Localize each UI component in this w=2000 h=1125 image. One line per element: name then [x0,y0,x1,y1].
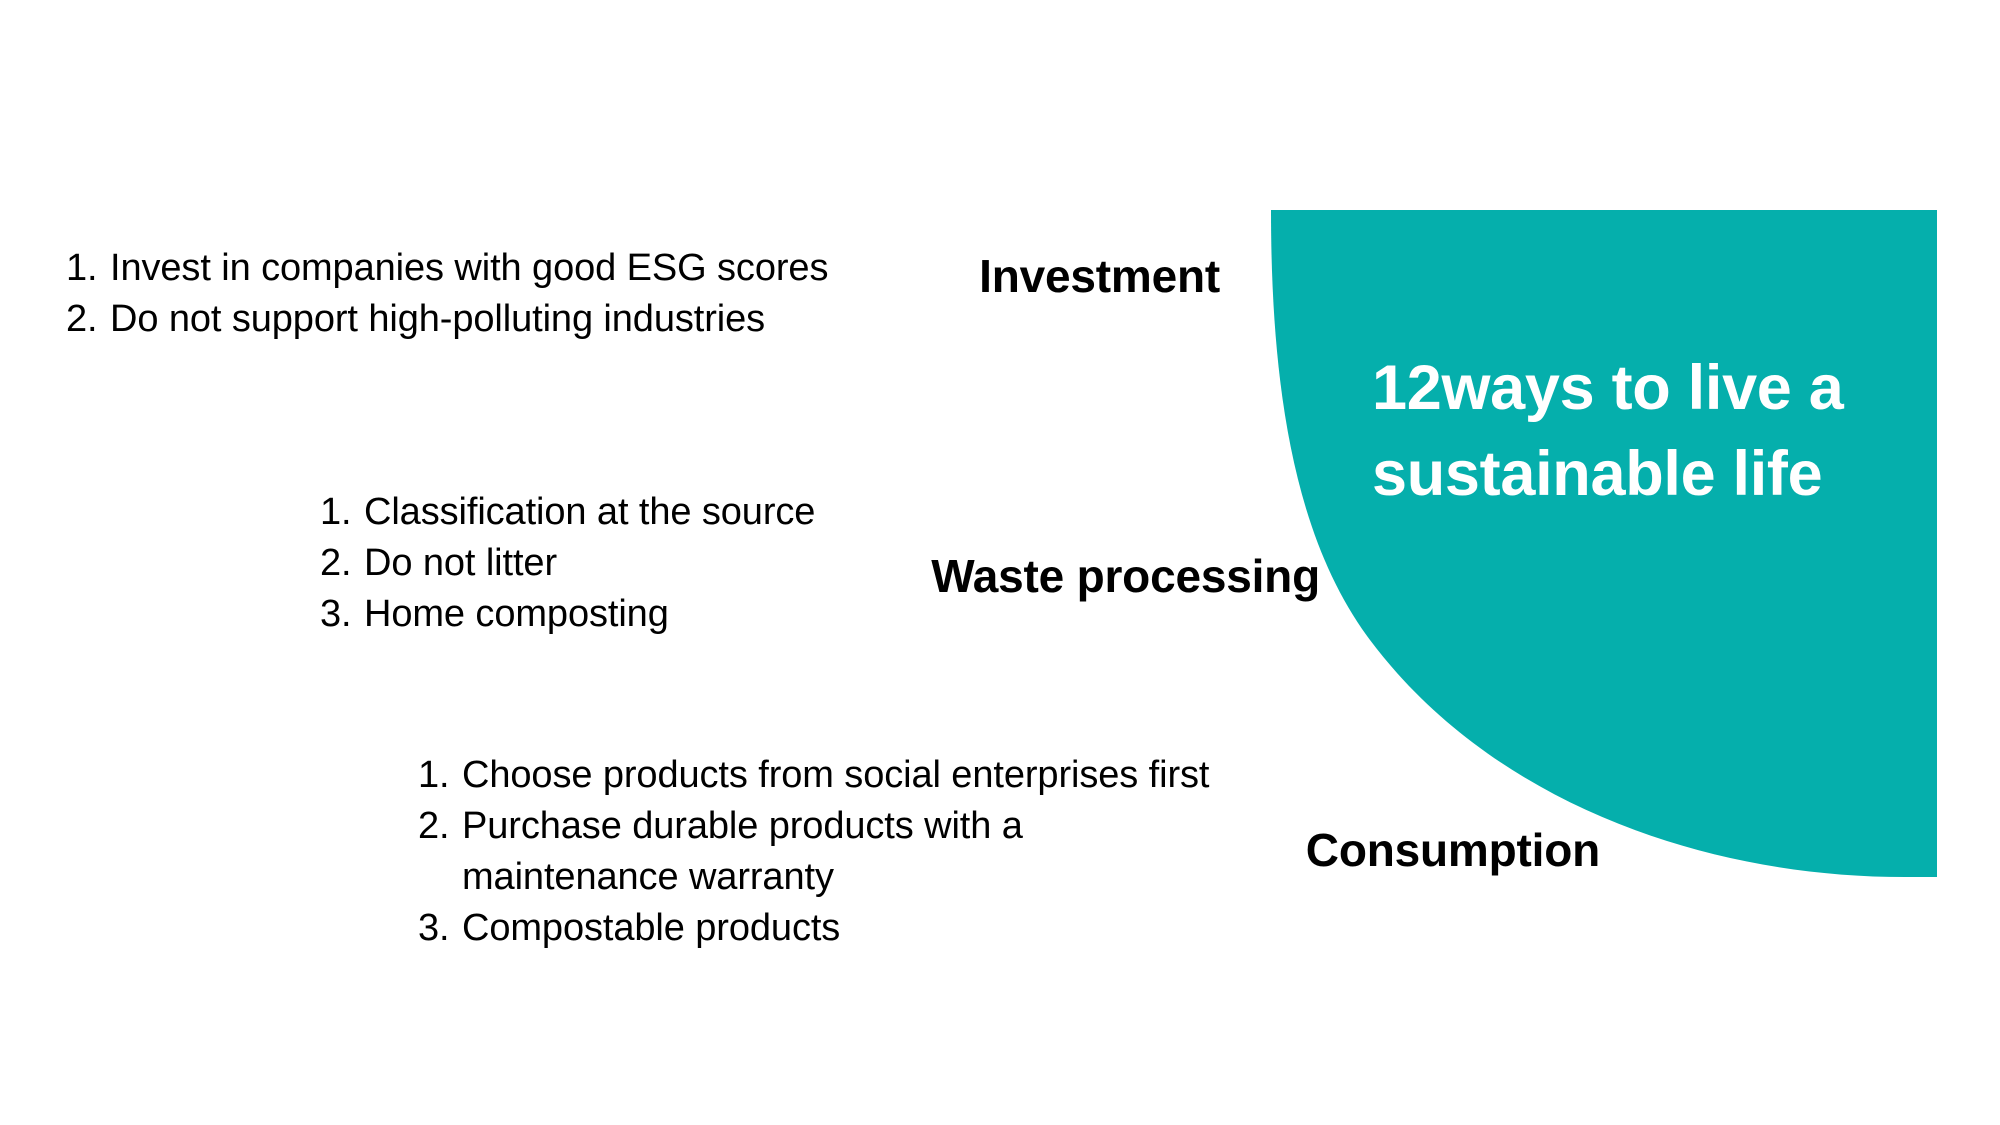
list-marker: 2. [320,542,352,584]
category-label-waste-processing: Waste processing [931,550,1320,602]
list-item: 1. Classification at the source [320,487,815,538]
list-marker: 1. [320,491,352,533]
detail-list-consumption: 1. Choose products from social enterprise… [418,750,1209,954]
list-marker: 1. [418,754,450,796]
list-item-text: Home composting [364,593,669,635]
list-item: 2. Purchase durable products with a [418,801,1209,852]
list-item: 2. Do not support high-polluting industri… [66,294,828,345]
list-item: 2. Do not litter [320,538,815,589]
list-item: 1. Invest in companies with good ESG scor… [66,243,828,294]
list-item-text: Compostable products [462,907,841,949]
list-item: 1. Choose products from social enterprise… [418,750,1209,801]
list-item-text: Invest in companies with good ESG scores [110,247,829,289]
list-marker: 2. [66,298,98,340]
detail-list-investment: 1. Invest in companies with good ESG scor… [66,243,828,345]
list-marker: 3. [320,593,352,635]
list-item-text: maintenance warranty [462,856,834,898]
category-label-investment: Investment [979,250,1220,302]
list-item-text: Classification at the source [364,491,816,533]
list-item: 3. Compostable products [418,903,1209,954]
category-label-consumption: Consumption [1305,824,1600,876]
detail-list-waste-processing: 1. Classification at the source 2. Do not … [320,487,815,640]
list-marker: 3. [418,907,450,949]
list-item-text: Purchase durable products with a [462,805,1023,847]
list-item-text: Do not litter [364,542,558,584]
list-item: 3. Home composting [320,589,815,640]
list-item-continuation: maintenance warranty [418,852,1209,903]
list-marker: 1. [66,247,98,289]
list-item-text: Choose products from social enterprises … [462,754,1210,796]
list-item-text: Do not support high-polluting industries [110,298,766,340]
hero-title: 12ways to live a sustainable life [1372,353,1844,510]
list-marker: 2. [418,805,450,847]
